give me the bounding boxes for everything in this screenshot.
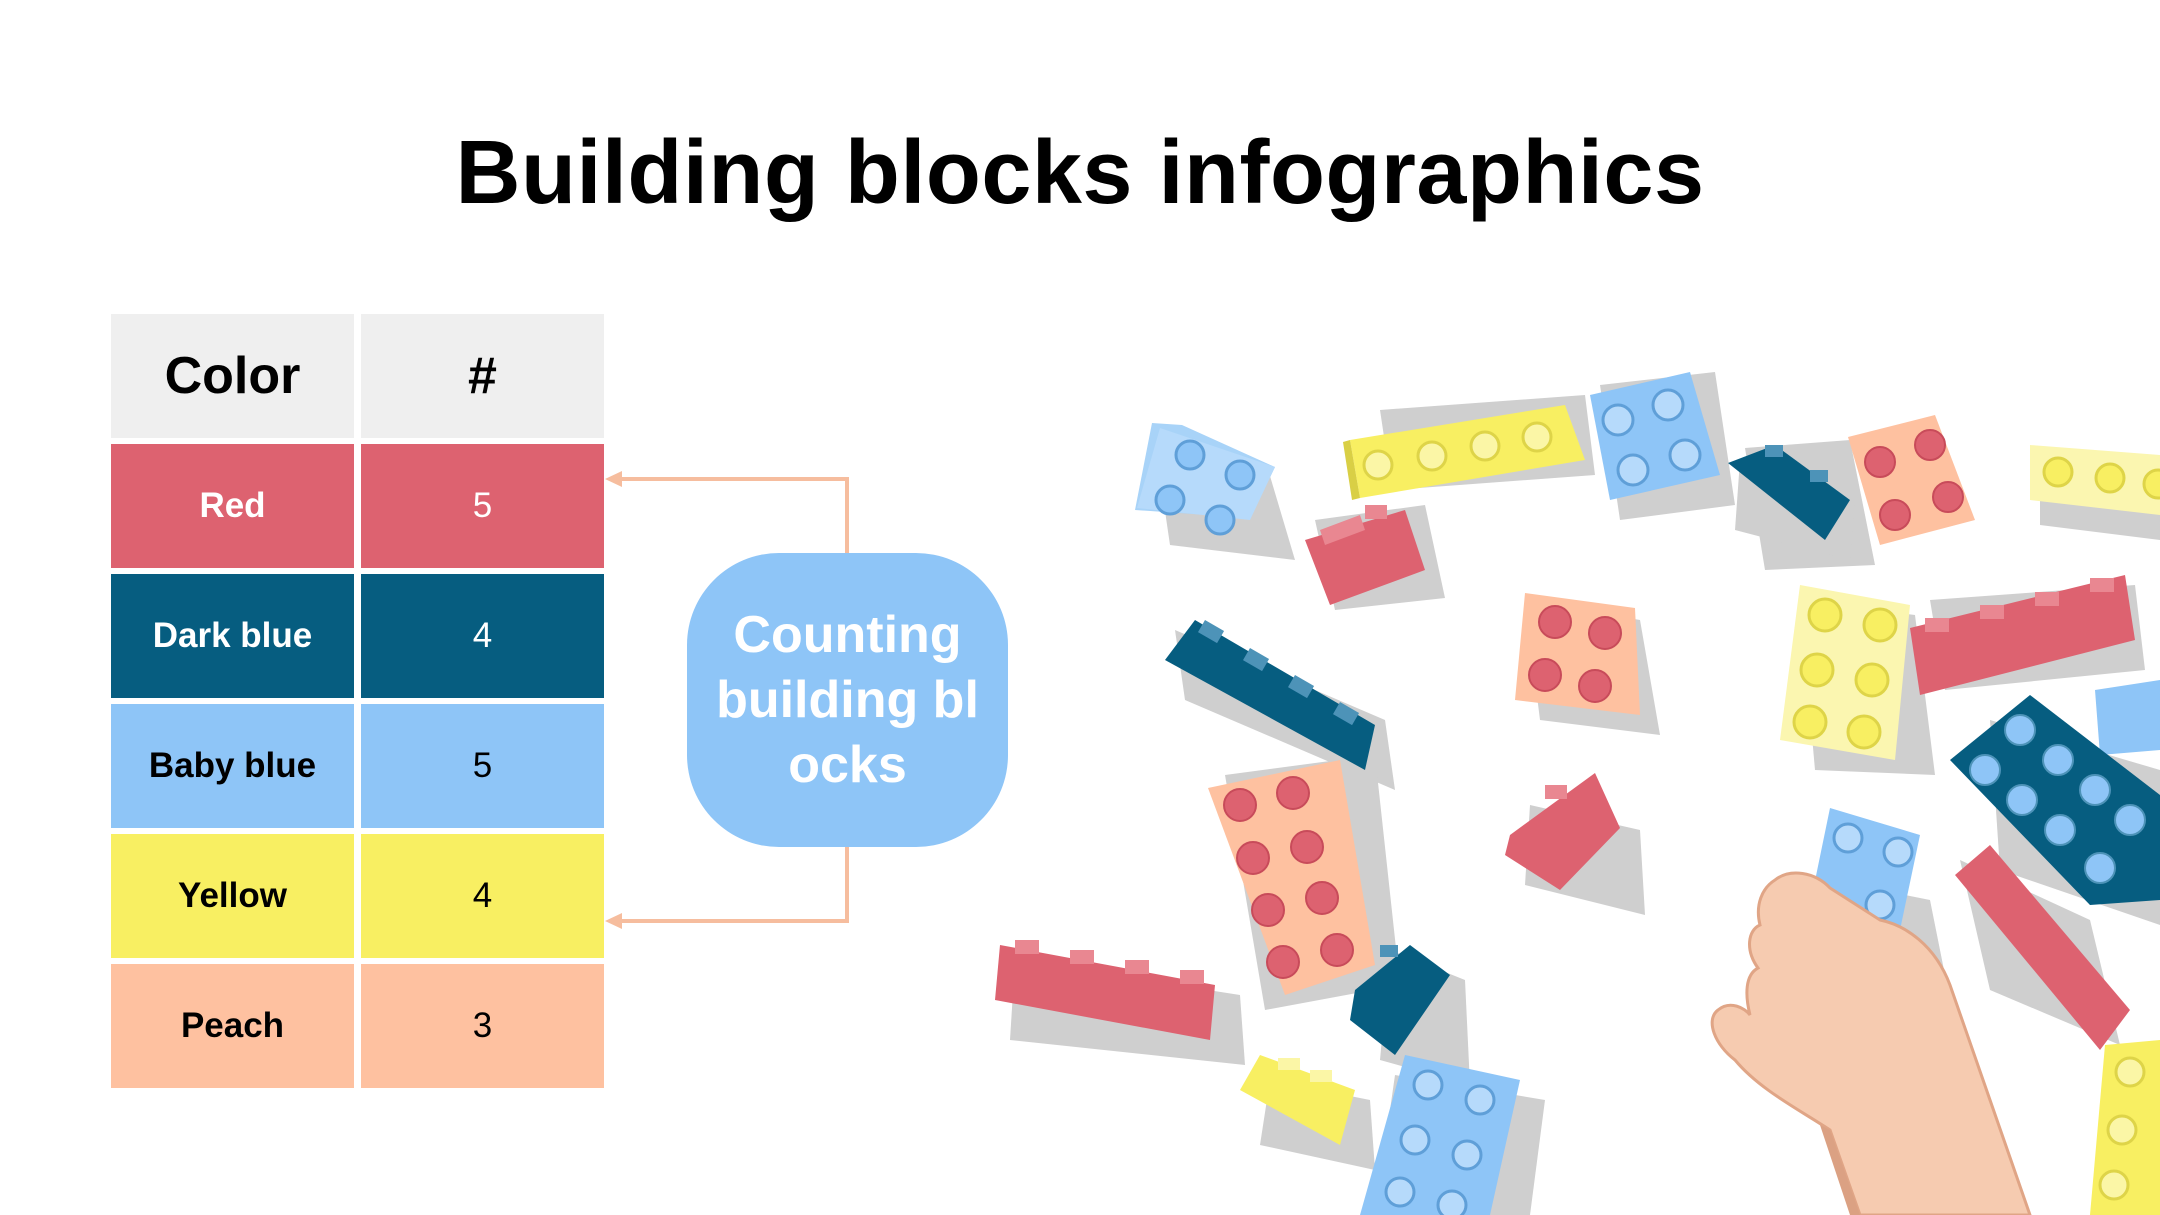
block-red-long-right [1910, 575, 2135, 695]
block-peach-top [1848, 415, 1975, 545]
row-baby-blue-count: 5 [361, 704, 604, 828]
row-dark-blue-name: Dark blue [111, 574, 354, 698]
block-yellow-2x3 [1780, 585, 1910, 760]
row-yellow-name: Yellow [111, 834, 354, 958]
arrowhead-yellow [605, 913, 622, 929]
block-peach-middle [1515, 593, 1640, 715]
block-yellow-top-right [2030, 445, 2160, 515]
bubble-label: Counting building blocks [716, 605, 979, 794]
block-baby-blue-2 [1590, 372, 1720, 500]
block-red-long-bottom [995, 940, 1215, 1040]
row-red-name: Red [111, 444, 354, 568]
header-color: Color [111, 314, 354, 438]
block-dark-blue-small-top [1728, 445, 1850, 540]
block-peach-2x4 [1208, 760, 1375, 995]
arrowhead-red [605, 471, 622, 487]
row-peach-count: 3 [361, 964, 604, 1088]
row-dark-blue-count: 4 [361, 574, 604, 698]
block-yellow-small-bottom [1240, 1055, 1355, 1145]
header-count: # [361, 314, 604, 438]
block-baby-blue-1 [1135, 423, 1275, 536]
block-red-small-top [1305, 505, 1425, 605]
arrow-to-red-row [610, 477, 849, 553]
row-red-count: 5 [361, 444, 604, 568]
block-dark-blue-2x4 [1950, 695, 2160, 905]
block-baby-blue-edge [2095, 680, 2160, 755]
hand-illustration [1710, 871, 2032, 1215]
row-yellow-count: 4 [361, 834, 604, 958]
block-red-small-middle [1505, 773, 1620, 890]
block-yellow-long-top [1343, 405, 1585, 500]
block-baby-blue-bottom [1360, 1055, 1520, 1215]
page-title: Building blocks infographics [455, 123, 1705, 223]
row-peach-name: Peach [111, 964, 354, 1088]
counting-bubble: Counting building blocks [687, 553, 1008, 847]
block-dark-blue-long [1165, 619, 1375, 770]
block-dark-blue-small-bottom [1350, 945, 1450, 1055]
block-red-long-bottom-right [1955, 845, 2130, 1050]
block-yellow-edge-bottom [2090, 1040, 2160, 1215]
row-baby-blue-name: Baby blue [111, 704, 354, 828]
arrow-to-yellow-row [610, 847, 849, 923]
